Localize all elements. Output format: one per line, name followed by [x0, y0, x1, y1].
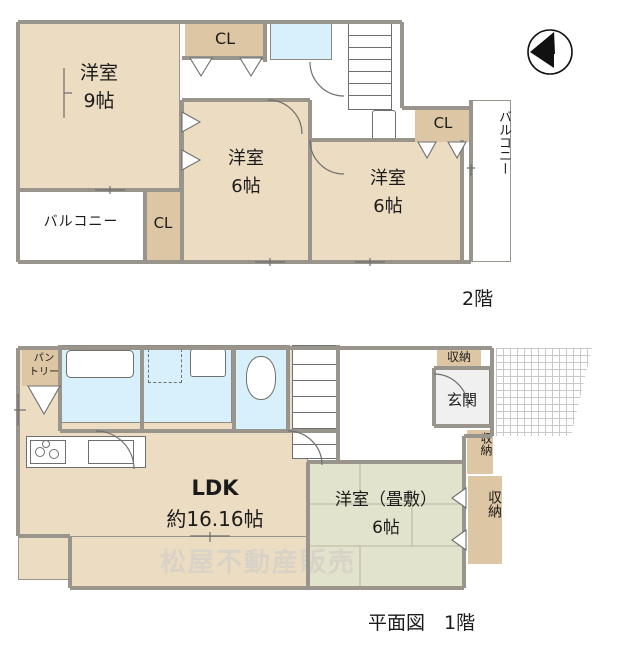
room-western-9[interactable]	[18, 22, 180, 190]
wash-basin-2f	[372, 110, 396, 142]
north-arrow-icon	[524, 24, 576, 76]
closet-storage-right[interactable]	[468, 476, 502, 564]
balcony-left[interactable]	[18, 190, 144, 262]
toilet-room-2f[interactable]	[270, 20, 332, 60]
closet-cl-right[interactable]	[415, 108, 471, 142]
bathtub-icon	[66, 350, 134, 378]
entrance-genkan[interactable]	[434, 368, 490, 426]
room-western-6-a[interactable]	[182, 100, 310, 262]
closet-storage-top[interactable]	[437, 346, 481, 370]
floor-1-plan: LDK 約16.16帖 パン トリー 収納 玄関 収納	[0, 330, 620, 654]
watermark: 松屋不動産販売	[160, 548, 357, 578]
wash-basin-1f-icon	[190, 349, 226, 377]
closet-cl-top[interactable]	[185, 22, 265, 58]
toilet-bowl-icon	[246, 356, 276, 400]
balcony-right[interactable]	[471, 100, 511, 262]
closet-cl-left[interactable]	[145, 190, 181, 262]
washer-space	[148, 349, 182, 383]
floor-2-label: 2階	[462, 288, 494, 310]
stairs-1f[interactable]	[292, 345, 340, 459]
kitchen-stove-icon	[30, 440, 66, 464]
closet-storage-mid[interactable]	[467, 430, 493, 474]
room-western-6-b[interactable]	[310, 140, 462, 262]
stairs-2f[interactable]	[348, 20, 392, 110]
kitchen-sink-icon	[88, 440, 134, 464]
entry-approach-porch	[496, 348, 592, 436]
floor-1-label: 平面図 1階	[368, 612, 476, 634]
